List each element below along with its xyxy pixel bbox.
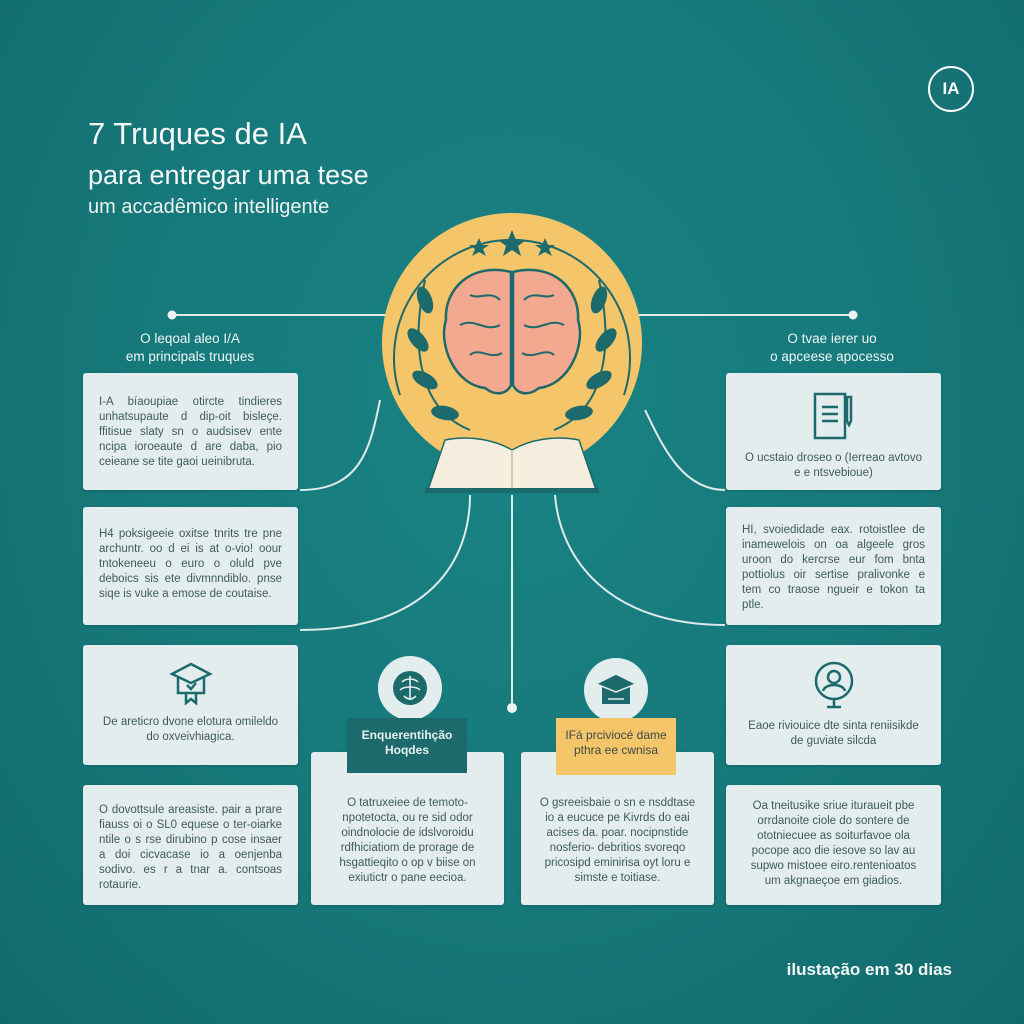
card-text: H4 poksigeeie oxitse tnrits tre pne arch… — [99, 528, 282, 600]
heading-line: O tvae ierer uo — [787, 331, 877, 346]
page-subtitle: para entregar uma tese — [88, 160, 369, 190]
card-text: O ucstaio droseo o (Ierreao avtovo e e n… — [744, 452, 923, 479]
brain-icon — [442, 268, 582, 395]
right-card-4: Oa tneitusike sriue ituraueit pbe orrdan… — [726, 785, 941, 905]
left-card-1: I-A bíaoupiae otircte tindieres unhatsup… — [83, 373, 298, 490]
card-text: O gsreeisbaie o sn e nsddtase io a eucuc… — [539, 797, 696, 884]
connector-dot — [848, 310, 858, 320]
right-column-heading: O tvae ierer uo o apceese apocesso — [712, 330, 952, 366]
card-text: O dovottsule areasiste. pair a prare fia… — [99, 804, 282, 891]
brain-network-icon — [378, 656, 442, 720]
footer-text: ilustação em 30 dias — [786, 960, 952, 979]
page-title: 7 Truques de IA — [88, 116, 307, 151]
left-card-2: H4 poksigeeie oxitse tnrits tre pne arch… — [83, 507, 298, 625]
ia-logo: IA — [928, 66, 974, 112]
curve-right-1 — [644, 409, 726, 491]
card-text: De areticro dvone elotura omileldo do ox… — [102, 716, 279, 743]
open-book-icon — [425, 437, 599, 493]
right-card-1: O ucstaio droseo o (Ierreao avtovo e e n… — [726, 373, 941, 490]
document-pen-icon — [742, 391, 925, 443]
left-card-4: O dovottsule areasiste. pair a prare fia… — [83, 785, 298, 905]
graduation-cap-icon — [99, 661, 282, 707]
right-card-2: HI, svoiedidade eax. rotoistlee de iname… — [726, 507, 941, 625]
card-text: Oa tneitusike sriue ituraueit pbe orrdan… — [750, 800, 917, 887]
star-icon — [469, 230, 555, 256]
card-text: HI, svoiedidade eax. rotoistlee de iname… — [742, 524, 925, 611]
page-tagline: um accadêmico intelligente — [88, 196, 330, 218]
left-column-heading: O leqoal aleo I/A em principals truques — [70, 330, 310, 366]
curve-right-2 — [554, 494, 726, 626]
user-profile-icon — [742, 661, 925, 711]
connector-dot — [507, 703, 517, 713]
middle-card-2: O gsreeisbaie o sn e nsddtase io a eucuc… — [521, 752, 714, 905]
emblem — [382, 213, 642, 493]
middle-card-1: O tatruxeiee de temoto- npotetocta, ou r… — [311, 752, 504, 905]
card-text: I-A bíaoupiae otircte tindieres unhatsup… — [99, 396, 282, 468]
middle-label-1: Enquerentihção Hoqdes — [347, 718, 467, 773]
card-text: O tatruxeiee de temoto- npotetocta, ou r… — [339, 797, 476, 884]
card-text: Eaoe riviouice dte sinta reniisikde de g… — [748, 720, 919, 747]
curve-left-2 — [299, 494, 471, 631]
connector-dot — [167, 310, 177, 320]
right-card-3: Eaoe riviouice dte sinta reniisikde de g… — [726, 645, 941, 765]
heading-line: em principals truques — [125, 349, 255, 364]
middle-label-2: IFá prciviocé dame pthra ee cwnisa — [556, 718, 676, 775]
heading-line: o apceese apocesso — [770, 349, 894, 364]
logo-text: IA — [942, 79, 960, 98]
heading-line: O leqoal aleo I/A — [140, 331, 240, 346]
laurel-icon — [407, 279, 617, 431]
left-card-3: De areticro dvone elotura omileldo do ox… — [83, 645, 298, 765]
curve-left-1 — [299, 399, 381, 491]
graduation-cap-icon — [584, 658, 648, 722]
